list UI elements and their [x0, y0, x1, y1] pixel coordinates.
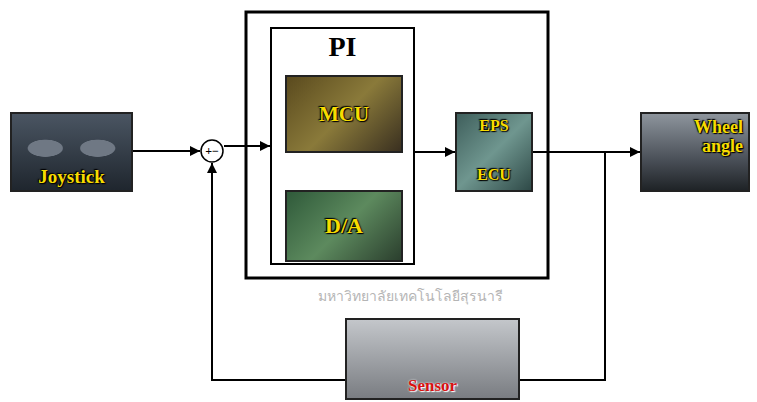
node-label: Wheel angle: [681, 118, 743, 156]
sign-symbol: −: [212, 145, 219, 158]
node-label: EPS: [479, 118, 508, 135]
signal-arrow: [224, 145, 270, 147]
wheel-angle-photo: Wheel angle: [640, 112, 750, 192]
node-label: Joystick: [38, 167, 105, 187]
signal-arrow: [133, 150, 200, 152]
da-converter-photo: D/A: [285, 190, 403, 262]
node-label: PI: [329, 32, 357, 61]
node-label: Sensor: [408, 377, 457, 395]
watermark-text: มหาวิทยาลัยเทคโนโลยีสุรนารี: [230, 285, 590, 307]
summing-junction: +−: [200, 139, 224, 163]
eps-ecu-photo: EPS ECU: [455, 112, 533, 192]
node-label: D/A: [325, 214, 363, 237]
controller-enclosure: [246, 12, 548, 278]
signal-arrow: [415, 151, 455, 153]
node-label: ECU: [477, 167, 511, 184]
sensor-photo: Sensor: [345, 318, 520, 400]
mcu-photo: MCU: [285, 75, 403, 153]
pi-controller-box: PI MCU D/A: [270, 27, 415, 265]
sign-symbol: +: [205, 145, 212, 158]
joystick-photo: Joystick: [10, 112, 133, 192]
node-label: MCU: [319, 103, 369, 125]
